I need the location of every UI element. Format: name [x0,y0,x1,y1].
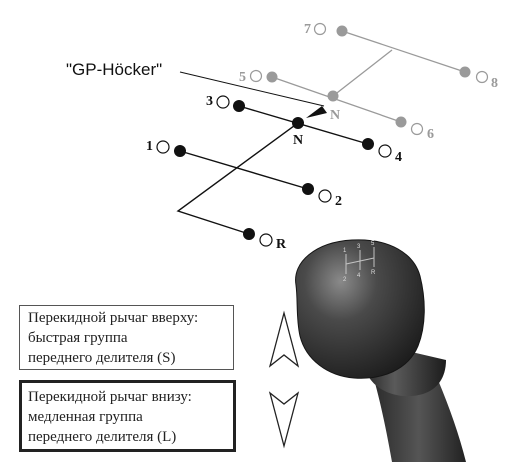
neutral-dot [292,117,304,129]
upper-shift-plane [271,30,466,123]
gear-8-dot [459,66,471,78]
knob-mark-5: 5 [371,241,375,247]
knob-mark-r: R [371,270,376,276]
arrow-down-icon [268,391,300,449]
box-down-line-1: Перекидной рычаг внизу: [28,389,192,405]
knob-mark-3: 3 [357,244,361,250]
gear-4-dot [362,138,374,150]
info-box-lever-up: Перекидной рычаг вверху: быстрая группа … [19,305,234,370]
gear-2-ring [318,189,332,203]
gear-r-dot [243,228,255,240]
hump-label: "GP-Höcker" [66,60,162,79]
gear-label-5: 5 [239,70,246,85]
gear-label-7: 7 [304,22,311,37]
gear-label-6: 6 [427,127,434,142]
gear-label-2: 2 [335,194,342,209]
knob-mark-4: 4 [357,273,361,279]
box-down-line-2: медленная группа [28,409,143,425]
gear-1-ring [156,140,170,154]
gear-6-dot [395,116,407,128]
gear-label-8: 8 [491,76,498,91]
gear-label-r: R [276,237,287,252]
info-box-lever-down: Перекидной рычаг внизу: медленная группа… [19,380,236,452]
upper-neutral-link [332,49,393,97]
box-up-line-2: быстрая группа [28,330,128,346]
gear-5-dot [266,71,278,83]
gear-label-1: 1 [146,139,153,154]
gear-label-4: 4 [395,150,402,165]
gear-8-ring [475,70,489,84]
hump-arrow [306,106,327,118]
box-down-line-3: переднего делителя (L) [28,429,177,445]
box-up-line-3: переднего делителя (S) [28,350,176,366]
hump-leader-line [179,71,325,107]
box-up-line-1: Перекидной рычаг вверху: [28,310,199,326]
gear-knob-photo: 1 3 5 2 4 R [295,239,466,462]
neutral-label: N [293,133,303,148]
upper-neutral-label: N [330,108,340,123]
gear-5-ring [249,69,263,83]
arrow-up-icon [268,310,300,368]
upper-neutral-dot [327,90,339,102]
gear-6-ring [410,122,424,136]
gear-1-dot [174,145,186,157]
upper-gear-dots [266,25,471,128]
gate-1-2 [179,150,309,190]
gear-3-dot [233,100,245,112]
knob-shift-emblem [345,247,375,274]
lower-gear-rings [156,95,392,247]
lower-gear-dots [174,100,374,240]
knob-mark-1: 1 [343,248,347,254]
gear-r-ring [259,233,273,247]
gear-7-dot [336,25,348,37]
gear-label-3: 3 [206,94,213,109]
gear-3-ring [216,95,230,109]
upper-gear-rings [249,22,489,136]
lower-shift-plane [176,105,369,235]
knob-head [295,239,425,379]
knob-mark-2: 2 [343,277,347,283]
gate-reverse [176,122,299,235]
gear-4-ring [378,144,392,158]
upper-gate-7-8 [341,30,466,73]
gear-2-dot [302,183,314,195]
gear-7-ring [313,22,327,36]
